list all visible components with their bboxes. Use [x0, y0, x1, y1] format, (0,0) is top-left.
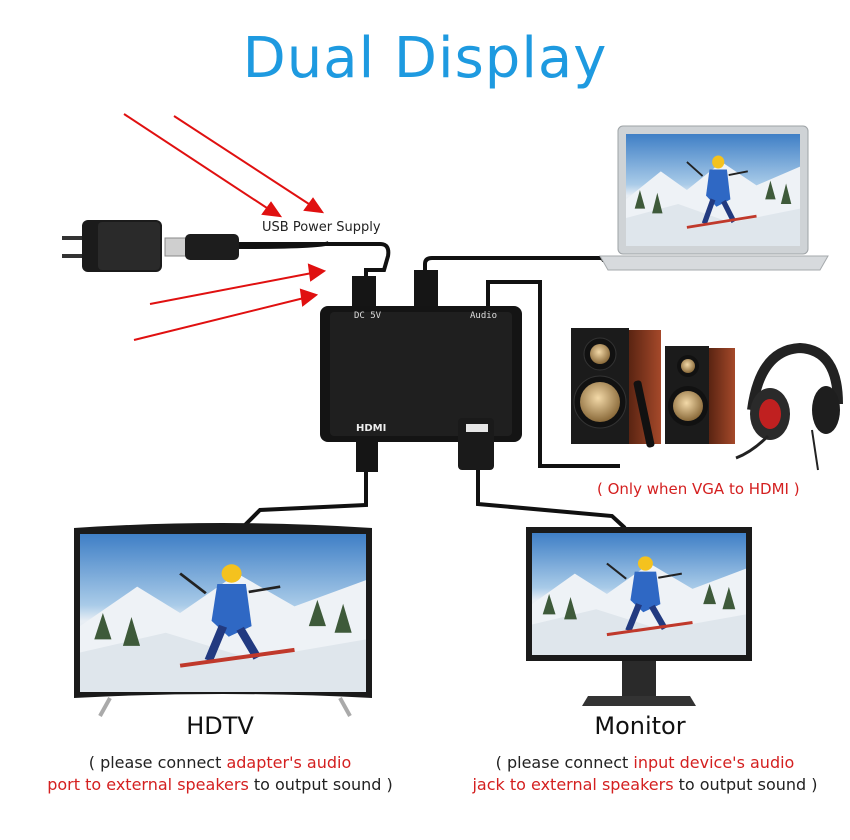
monitor-caption: ( please connect input device's audio ja… [440, 752, 850, 796]
monitor-caption-pre: ( please connect [495, 753, 634, 772]
vga-note: ( Only when VGA to HDMI ) [597, 480, 800, 498]
hdtv-caption-post: to output sound ) [248, 775, 393, 794]
headset [735, 342, 843, 471]
cables [238, 242, 627, 532]
red-arrows [123, 113, 327, 341]
audio-port-label: Audio [470, 311, 498, 321]
monitor-label: Monitor [594, 712, 686, 740]
hdtv [74, 523, 372, 717]
hdtv-caption-highlight-2: port to external speakers [47, 775, 249, 794]
monitor-caption-highlight-1: input device's audio [633, 753, 795, 772]
hdtv-caption-highlight-1: adapter's audio [226, 753, 352, 772]
hdtv-caption: ( please connect adapter's audio port to… [20, 752, 420, 796]
monitor-caption-highlight-2: jack to external speakers [472, 775, 674, 794]
dc-port-label: DC 5V [354, 311, 382, 321]
speakers [571, 328, 735, 448]
monitor [526, 527, 752, 706]
adapter-box [320, 270, 522, 472]
page-title: Dual Display [242, 26, 608, 91]
laptop [599, 125, 829, 271]
monitor-caption-post: to output sound ) [673, 775, 818, 794]
hdmi-port-label: HDMI [356, 423, 387, 434]
usb-power-label: USB Power Supply [262, 220, 381, 235]
hdtv-label: HDTV [186, 712, 254, 740]
hdtv-caption-pre: ( please connect [88, 753, 227, 772]
